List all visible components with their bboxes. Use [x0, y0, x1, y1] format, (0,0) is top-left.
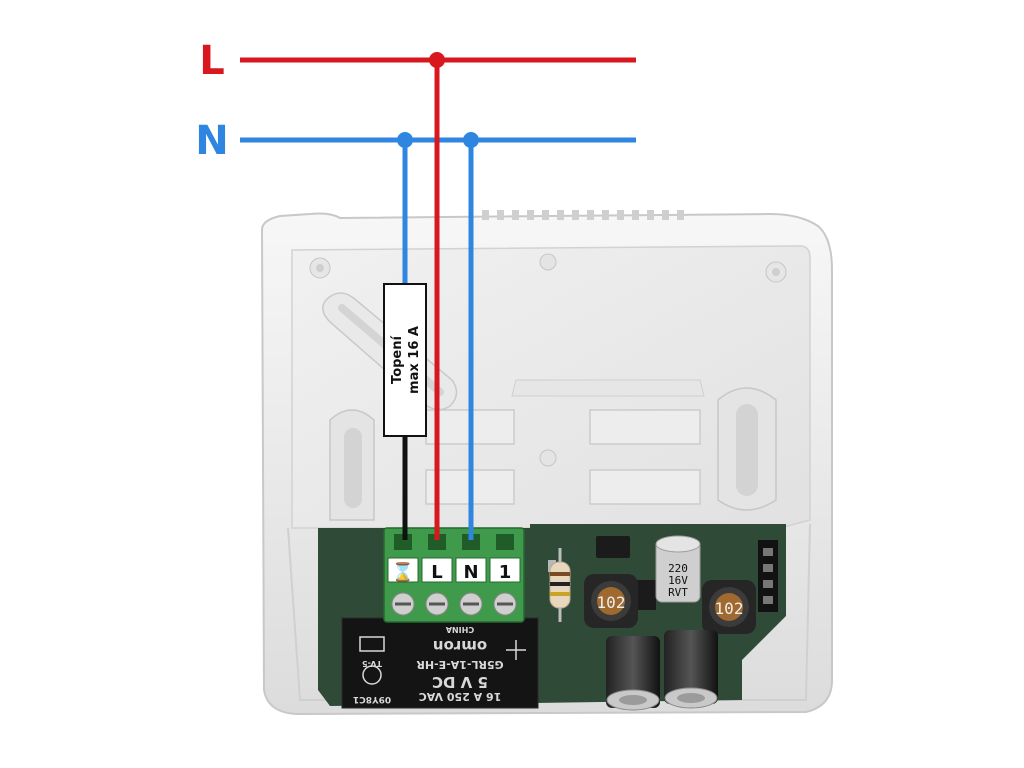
load-box: Topení max 16 A — [383, 283, 427, 437]
inductor-right: 102 — [702, 580, 756, 634]
terminal-labels: ⌛ L N 1 — [392, 561, 511, 583]
neutral-label: N — [195, 118, 228, 164]
relay-code: 09Y8C1 — [353, 694, 391, 704]
live-junction-dot — [429, 52, 445, 68]
load-name: Topení — [390, 335, 405, 384]
resistor — [549, 548, 571, 622]
neutral-junction-dot-load — [397, 132, 413, 148]
relay-coil: 5 V DC — [432, 673, 488, 691]
relay-extra: TV-5 — [362, 659, 382, 668]
live-label: L — [199, 38, 225, 84]
terminal-label-clock: ⌛ — [392, 561, 414, 583]
relay-model: G5RL-1A-E-HR — [416, 658, 504, 671]
inductor-left: 102 — [584, 574, 638, 628]
pin-header — [758, 540, 778, 612]
housing-vents — [482, 210, 684, 220]
capacitor-voltage: 16V — [668, 574, 688, 587]
wiring — [240, 52, 636, 540]
terminal-label-1: 1 — [499, 562, 512, 583]
relay-body — [341, 617, 539, 709]
terminal-block: ⌛ L N 1 — [383, 527, 525, 623]
relay: 16 A 250 VAC 5 V DC G5RL-1A-E-HR omron C… — [341, 617, 539, 709]
capacitor-bottom-right — [664, 630, 718, 709]
capacitor-value: 220 — [668, 562, 688, 575]
relay-contact-rating: 16 A 250 VAC — [419, 690, 502, 703]
terminal-label-n: N — [463, 562, 478, 583]
relay-brand: omron — [433, 637, 487, 655]
inductor-right-label: 102 — [715, 599, 744, 618]
inductor-left-label: 102 — [597, 593, 626, 612]
capacitor-top: 220 16V RVT — [655, 535, 701, 603]
terminal-screws — [391, 592, 517, 616]
terminal-label-l: L — [431, 562, 442, 583]
neutral-junction-dot-terminal — [463, 132, 479, 148]
capacitor-bottom-left — [606, 636, 660, 711]
relay-origin: CHINA — [445, 625, 474, 634]
load-box-frame — [383, 283, 427, 437]
capacitor-series: RVT — [668, 586, 688, 599]
load-rating: max 16 A — [407, 326, 422, 394]
